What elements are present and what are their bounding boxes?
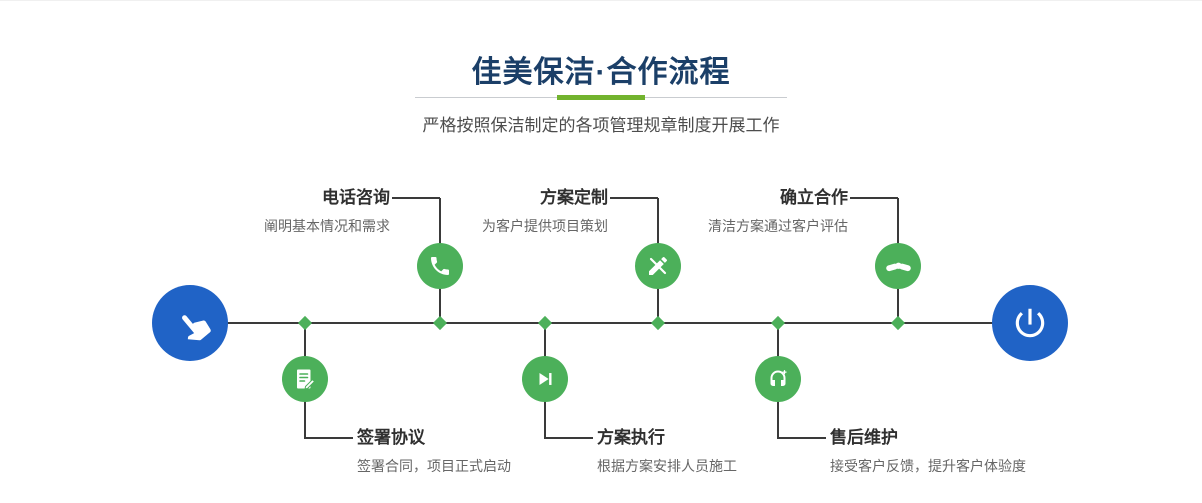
connector-line [850, 197, 898, 199]
timeline-marker [297, 315, 313, 331]
step-label: 方案定制 为客户提供项目策划 [482, 187, 608, 236]
step-label: 签署协议 签署合同，项目正式启动 [357, 427, 511, 476]
step-title: 售后维护 [830, 428, 898, 447]
step-description: 清洁方案通过客户评估 [708, 218, 848, 234]
timeline-marker [432, 315, 448, 331]
timeline-marker [537, 315, 553, 331]
pen-ruler-icon [649, 256, 668, 275]
step-node [522, 356, 568, 402]
phone-icon [431, 257, 449, 275]
step-title: 方案执行 [597, 428, 665, 447]
connector-line [778, 437, 826, 439]
step-title: 电话咨询 [322, 188, 390, 207]
step-description: 阐明基本情况和需求 [264, 218, 390, 234]
headset-icon [770, 370, 787, 386]
step-node [417, 243, 463, 289]
timeline-marker [650, 315, 666, 331]
step-description: 根据方案安排人员施工 [597, 458, 737, 474]
page-subtitle: 严格按照保洁制定的各项管理规章制度开展工作 [422, 116, 780, 135]
play-icon [539, 373, 552, 385]
step-description: 接受客户反馈，提升客户体验度 [830, 458, 1026, 474]
power-icon [1015, 308, 1045, 338]
step-node [875, 243, 921, 289]
step-title: 确立合作 [780, 188, 848, 207]
connector-line [545, 437, 593, 439]
handshake-icon [885, 262, 911, 271]
step-label: 电话咨询 阐明基本情况和需求 [264, 187, 390, 236]
step-title: 方案定制 [540, 188, 608, 207]
timeline-start-node [152, 285, 228, 361]
timeline-end-node [992, 285, 1068, 361]
step-description: 为客户提供项目策划 [482, 218, 608, 234]
timeline-marker [890, 315, 906, 331]
step-label: 确立合作 清洁方案通过客户评估 [708, 187, 848, 236]
timeline-marker [770, 315, 786, 331]
step-label: 售后维护 接受客户反馈，提升客户体验度 [830, 427, 1026, 476]
contract-icon [297, 369, 316, 390]
page-title: 佳美保洁·合作流程 [471, 56, 731, 89]
step-title: 签署协议 [357, 428, 425, 447]
step-label: 方案执行 根据方案安排人员施工 [597, 427, 737, 476]
timeline-line [190, 322, 1030, 324]
connector-line [305, 437, 353, 439]
title-divider [415, 95, 787, 100]
connector-line [610, 197, 658, 199]
pointing-hand-icon [182, 315, 211, 341]
step-node [755, 356, 801, 402]
step-description: 签署合同，项目正式启动 [357, 458, 511, 474]
divider-accent [557, 95, 645, 100]
step-node [635, 243, 681, 289]
connector-line [392, 197, 440, 199]
step-node [282, 356, 328, 402]
